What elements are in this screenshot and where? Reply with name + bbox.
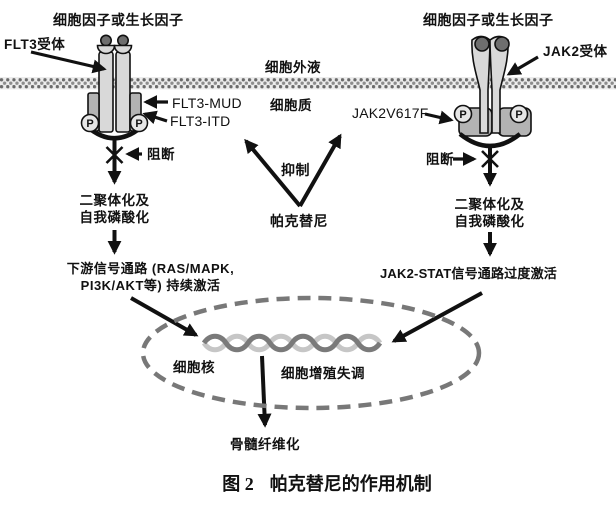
block-x-right	[481, 150, 499, 168]
ligand-ball-icon	[494, 36, 510, 52]
dna-strand-dark	[201, 333, 383, 353]
dimerization-line1: 二聚体化及	[79, 193, 150, 208]
flt3-downstream-label: 下游信号通路 (RAS/MAPK, PI3K/AKT等) 持续激活	[58, 261, 243, 294]
dimerization-line1: 二聚体化及	[454, 197, 525, 212]
inhibit-arrow-left	[244, 138, 302, 208]
nucleus-label: 细胞核	[173, 360, 215, 375]
downstream-line2: PI3K/AKT等) 持续激活	[80, 277, 221, 293]
ligand-cup-icon	[113, 44, 133, 55]
block-x-left	[105, 146, 124, 164]
extracellular-label: 细胞外液	[265, 60, 321, 75]
jak2-receptor-graphic: P P	[453, 35, 532, 149]
flt3-receptor-pointer-arrow	[30, 50, 107, 74]
nucleus-arrow-right	[391, 291, 483, 343]
block-right-label: 阻断	[426, 152, 454, 167]
phospho-circle	[509, 104, 529, 124]
phospho-circle	[453, 104, 473, 124]
phospho-label: P	[135, 118, 142, 130]
flt3-itd-pointer-arrow	[142, 110, 168, 125]
dna-helix-icon	[201, 333, 383, 353]
downstream-line1: 下游信号通路 (RAS/MAPK,	[66, 261, 235, 276]
cytoplasm-label: 细胞质	[270, 98, 312, 113]
cell-membrane	[0, 77, 616, 90]
inhibit-arrow-right	[298, 133, 342, 207]
phospho-label: P	[86, 118, 93, 130]
flow-arrows	[107, 133, 497, 428]
phospho-circle	[80, 113, 100, 133]
phospho-label: P	[515, 109, 522, 121]
x-stroke	[105, 146, 124, 164]
jak2-dimerization-label: 二聚体化及 自我磷酸化	[438, 197, 541, 230]
pacritinib-label: 帕克替尼	[270, 213, 328, 229]
flt3-chain-right	[115, 51, 131, 133]
nucleus-arrow-left	[130, 296, 199, 337]
flt3-factor-label: 细胞因子或生长因子	[53, 12, 184, 28]
jak2-factor-label: 细胞因子或生长因子	[423, 12, 554, 28]
figure-caption: 图 2 帕克替尼的作用机制	[0, 470, 616, 496]
flt3-mud-label: FLT3-MUD	[172, 95, 242, 111]
flt3-itd-label: FLT3-ITD	[170, 113, 231, 129]
pointer-arrows	[30, 50, 539, 166]
inhibit-label: 抑制	[281, 162, 310, 178]
proliferation-label: 细胞增殖失调	[281, 366, 365, 381]
ligand-ball-icon	[100, 34, 113, 47]
myelofibrosis-label: 骨髓纤维化	[230, 437, 300, 452]
flt3-receptor-label: FLT3受体	[4, 37, 66, 52]
dimerization-line2: 自我磷酸化	[454, 213, 525, 229]
jak2-chain-right	[489, 35, 509, 134]
nucleus-membrane	[140, 295, 482, 411]
jak2v617f-pointer-arrow	[424, 110, 454, 125]
outcome-arrow	[257, 355, 272, 428]
ligand-ball-icon	[474, 36, 490, 52]
figure-title: 帕克替尼的作用机制	[269, 474, 432, 494]
jak2-receptor-label: JAK2受体	[543, 44, 608, 59]
dimerization-line2: 自我磷酸化	[79, 209, 150, 225]
jak2v617f-label: JAK2V617F	[352, 105, 429, 121]
flt3-dimerization-label: 二聚体化及 自我磷酸化	[63, 193, 166, 226]
phospho-label: P	[459, 109, 466, 121]
x-stroke	[481, 150, 499, 168]
jak2-downstream-label: JAK2-STAT信号通路过度激活	[380, 266, 557, 281]
block-left-label: 阻断	[147, 147, 175, 162]
jak2-receptor-pointer-arrow	[506, 55, 539, 76]
flt3-chain-left	[98, 51, 114, 133]
figure-number: 图 2	[222, 474, 254, 494]
ligand-ball-icon	[117, 34, 130, 47]
